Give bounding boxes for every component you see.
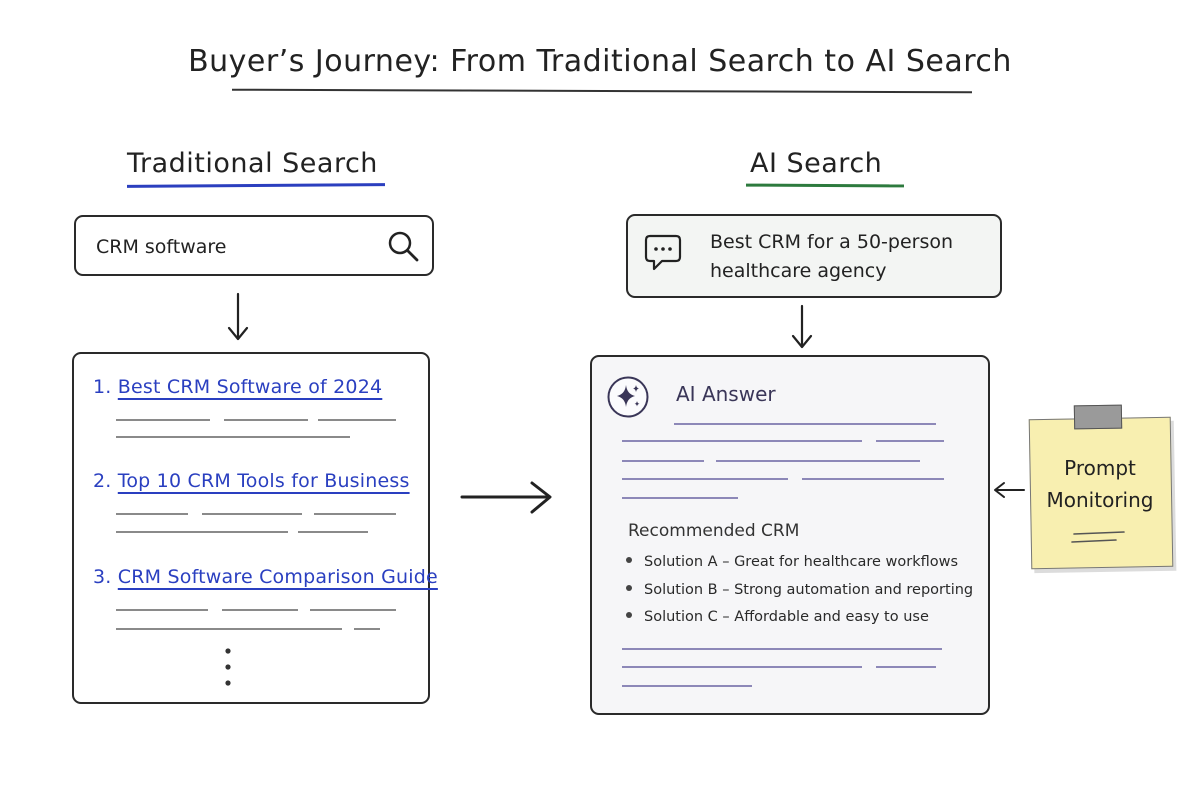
arrow-left-monitoring (994, 482, 1025, 498)
chat-icon (644, 234, 682, 271)
sticky-note-text: Prompt Monitoring (1040, 452, 1160, 516)
answer-line (674, 423, 936, 425)
snippet-line (116, 513, 188, 515)
answer-line (876, 440, 944, 442)
sticky-scribble (1071, 531, 1125, 543)
answer-line (716, 460, 920, 462)
ai-search-heading: AI Search (750, 148, 883, 179)
result-number: 1. (93, 376, 112, 398)
tape (1073, 404, 1123, 430)
search-query-text: CRM software (96, 236, 227, 258)
arrow-down-ai (791, 304, 813, 349)
snippet-line (318, 419, 396, 421)
snippet-line (116, 419, 210, 421)
recommendation-item: Solution B – Strong automation and repor… (626, 582, 973, 598)
answer-line (622, 497, 738, 499)
snippet-line (116, 628, 342, 630)
recommendation-text: Solution B – Strong automation and repor… (644, 582, 974, 598)
result-number: 3. (93, 566, 112, 588)
bullet-dot (626, 585, 632, 591)
snippet-line (224, 419, 308, 421)
ai-prompt-box[interactable] (626, 214, 1002, 298)
diagram-title: Buyer’s Journey: From Traditional Search… (188, 44, 1012, 79)
ai-answer-label: AI Answer (676, 382, 776, 406)
answer-line (622, 685, 752, 687)
recommendation-text: Solution C – Affordable and easy to use (644, 609, 929, 625)
snippet-line (354, 628, 380, 630)
answer-line (622, 460, 704, 462)
recommended-heading: Recommended CRM (628, 521, 800, 541)
ai-heading-underline (745, 183, 905, 188)
answer-line (622, 648, 942, 650)
title-underline (231, 88, 973, 94)
search-result-3[interactable]: 3. CRM Software Comparison Guide (93, 566, 438, 588)
sticky-line-2: Monitoring (1046, 488, 1154, 512)
more-results-ellipsis (225, 648, 231, 686)
ai-answer-panel (590, 355, 990, 715)
arrow-down-traditional (227, 292, 249, 341)
arrow-right-transition (460, 481, 552, 514)
bullet-dot (626, 557, 632, 563)
bullet-dot (626, 612, 632, 618)
snippet-line (116, 531, 288, 533)
result-link[interactable]: Best CRM Software of 2024 (117, 376, 383, 398)
answer-line (622, 440, 862, 442)
snippet-line (222, 609, 298, 611)
search-results-panel (72, 352, 430, 704)
search-result-2[interactable]: 2. Top 10 CRM Tools for Business (93, 470, 410, 492)
traditional-search-heading: Traditional Search (127, 148, 378, 179)
snippet-line (310, 609, 396, 611)
snippet-line (116, 609, 208, 611)
answer-line (802, 478, 944, 480)
snippet-line (314, 513, 396, 515)
sparkle-icon (607, 376, 649, 418)
result-number: 2. (93, 470, 112, 492)
answer-line (622, 478, 788, 480)
search-result-1[interactable]: 1. Best CRM Software of 2024 (93, 376, 382, 398)
snippet-line (202, 513, 302, 515)
sticky-line-1: Prompt (1064, 456, 1136, 480)
search-icon (388, 231, 419, 262)
recommendation-text: Solution A – Great for healthcare workfl… (644, 554, 959, 570)
result-link[interactable]: Top 10 CRM Tools for Business (117, 470, 410, 492)
answer-line (622, 666, 862, 668)
recommendation-item: Solution A – Great for healthcare workfl… (626, 554, 958, 570)
result-link[interactable]: CRM Software Comparison Guide (117, 566, 438, 588)
snippet-line (116, 436, 350, 438)
snippet-line (298, 531, 368, 533)
ai-prompt-text: Best CRM for a 50-person healthcare agen… (710, 231, 954, 282)
traditional-heading-underline (126, 183, 386, 188)
search-input-box[interactable] (74, 215, 434, 276)
recommendation-item: Solution C – Affordable and easy to use (626, 609, 929, 625)
answer-line (876, 666, 936, 668)
